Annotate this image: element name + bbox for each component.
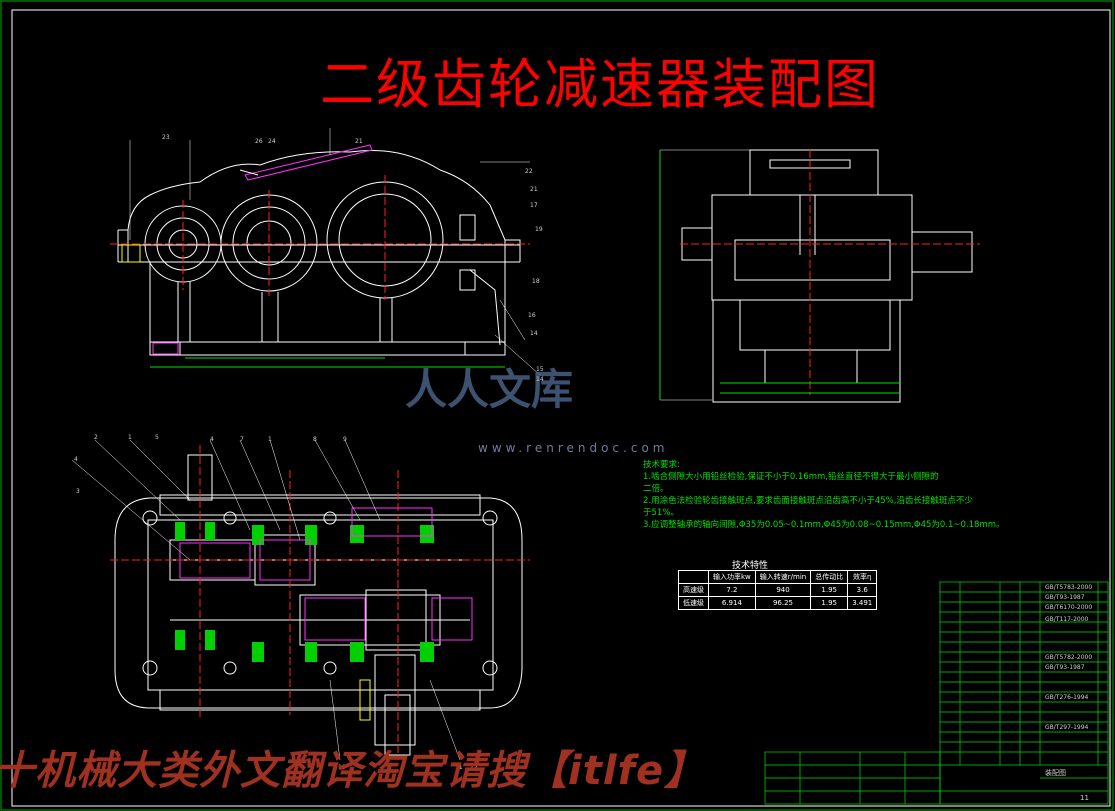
tech-line: 1.啮合侧隙大小用铅丝检验,保证不小于0.16mm,铅丝直径不得大于最小侧隙的 — [643, 472, 939, 482]
table-cell: 96.25 — [754, 596, 812, 610]
top-view-details — [71, 439, 530, 761]
watermark-logo: 人人文库 — [405, 365, 574, 414]
standard-code: GB/T297-1994 — [1045, 724, 1089, 731]
table-cell: 高速级 — [678, 583, 709, 597]
side-view-details — [659, 149, 980, 401]
callout-label: 12 — [470, 764, 478, 771]
callout-label: 1 — [128, 434, 132, 441]
table-cell: 6.914 — [708, 596, 756, 610]
top-view — [114, 454, 523, 756]
table-cell: 3.491 — [847, 596, 878, 610]
ad-banner: 十机械大类外文翻译淘宝请搜【itlfe】 — [0, 748, 706, 794]
standard-code: GB/T5783-2000 — [1045, 584, 1093, 591]
standard-code: GB/T276-1994 — [1045, 694, 1089, 701]
callout-label: 14 — [536, 376, 544, 383]
watermark-url: www.renrendoc.com — [478, 441, 669, 455]
table-cell: 1.95 — [810, 596, 849, 610]
table-row: 低速级 6.914 96.25 1.95 3.491 — [678, 596, 878, 610]
standard-code: GB/T93-1987 — [1045, 594, 1085, 601]
standard-code: GB/T6170-2000 — [1045, 604, 1093, 611]
callout-label: 21 — [355, 138, 363, 145]
performance-table-title: 技术特性 — [732, 561, 769, 571]
sheet-number: 11 — [1080, 794, 1089, 802]
callout-label: 14 — [530, 330, 538, 337]
title-block — [764, 581, 1109, 805]
table-cell: 940 — [754, 583, 812, 597]
table-header-cell: 输入功率kw — [708, 570, 756, 584]
callout-label: 23 — [162, 134, 170, 141]
technical-requirements: 技术要求: 1.啮合侧隙大小用铅丝检验,保证不小于0.16mm,铅丝直径不得大于… — [643, 459, 1005, 531]
standard-code: GB/T93-1987 — [1045, 664, 1085, 671]
callout-label: 21 — [530, 186, 538, 193]
callout-label: 15 — [536, 366, 544, 373]
tech-line: 3.应调整轴承的轴向间隙,Φ35为0.05~0.1mm,Φ45为0.08~0.1… — [643, 520, 1005, 530]
callout-label: 11 — [455, 764, 463, 771]
table-cell: 低速级 — [678, 596, 709, 610]
tech-line: 二倍。 — [643, 484, 669, 494]
callout-label: 5 — [155, 434, 159, 441]
callout-label: 24 — [268, 138, 276, 145]
callout-label: 3 — [76, 488, 80, 495]
callout-label: 4 — [74, 456, 78, 463]
callout-label: 2 — [94, 434, 98, 441]
table-row: 高速级 7.2 940 1.95 3.6 — [678, 583, 878, 597]
front-view — [117, 144, 521, 356]
callout-label: 26 — [255, 138, 263, 145]
side-view — [681, 149, 973, 403]
callout-label: 4 — [210, 436, 214, 443]
table-header-cell: 输入转速r/min — [754, 570, 812, 584]
callout-label: 18 — [532, 278, 540, 285]
performance-table: 输入功率kw 输入转速r/min 总传动比 效率η 高速级 7.2 940 1.… — [678, 570, 878, 610]
callout-label: 8 — [313, 436, 317, 443]
table-header-cell — [678, 570, 709, 584]
table-header-cell: 总传动比 — [810, 570, 849, 584]
table-cell: 7.2 — [708, 583, 756, 597]
standard-code: GB/T117-2000 — [1045, 616, 1089, 623]
callout-label: 9 — [343, 436, 347, 443]
drawing-name: 装配图 — [1045, 769, 1066, 777]
callout-label: 10 — [338, 764, 346, 771]
inner-frame — [11, 9, 1111, 807]
tech-heading: 技术要求: — [643, 460, 680, 470]
callout-label: 7 — [240, 436, 244, 443]
callout-label: 19 — [535, 226, 543, 233]
standard-code: GB/T5782-2000 — [1045, 654, 1093, 661]
table-header-cell: 效率η — [847, 570, 878, 584]
callout-label: 1 — [268, 436, 272, 443]
drawing-title: 二级齿轮减速器装配图 — [320, 53, 880, 116]
tech-line: 2.用涂色法检验轮齿接触斑点,要求齿面接触斑点沿齿高不小于45%,沿齿长接触斑点… — [643, 496, 973, 506]
table-header-row: 输入功率kw 输入转速r/min 总传动比 效率η — [678, 570, 878, 584]
callout-label: 22 — [525, 168, 533, 175]
table-cell: 3.6 — [847, 583, 878, 597]
callout-label: 16 — [528, 312, 536, 319]
tech-line: 于51%。 — [643, 508, 679, 518]
table-cell: 1.95 — [810, 583, 849, 597]
front-view-details — [110, 128, 541, 376]
callout-label: 17 — [530, 202, 538, 209]
